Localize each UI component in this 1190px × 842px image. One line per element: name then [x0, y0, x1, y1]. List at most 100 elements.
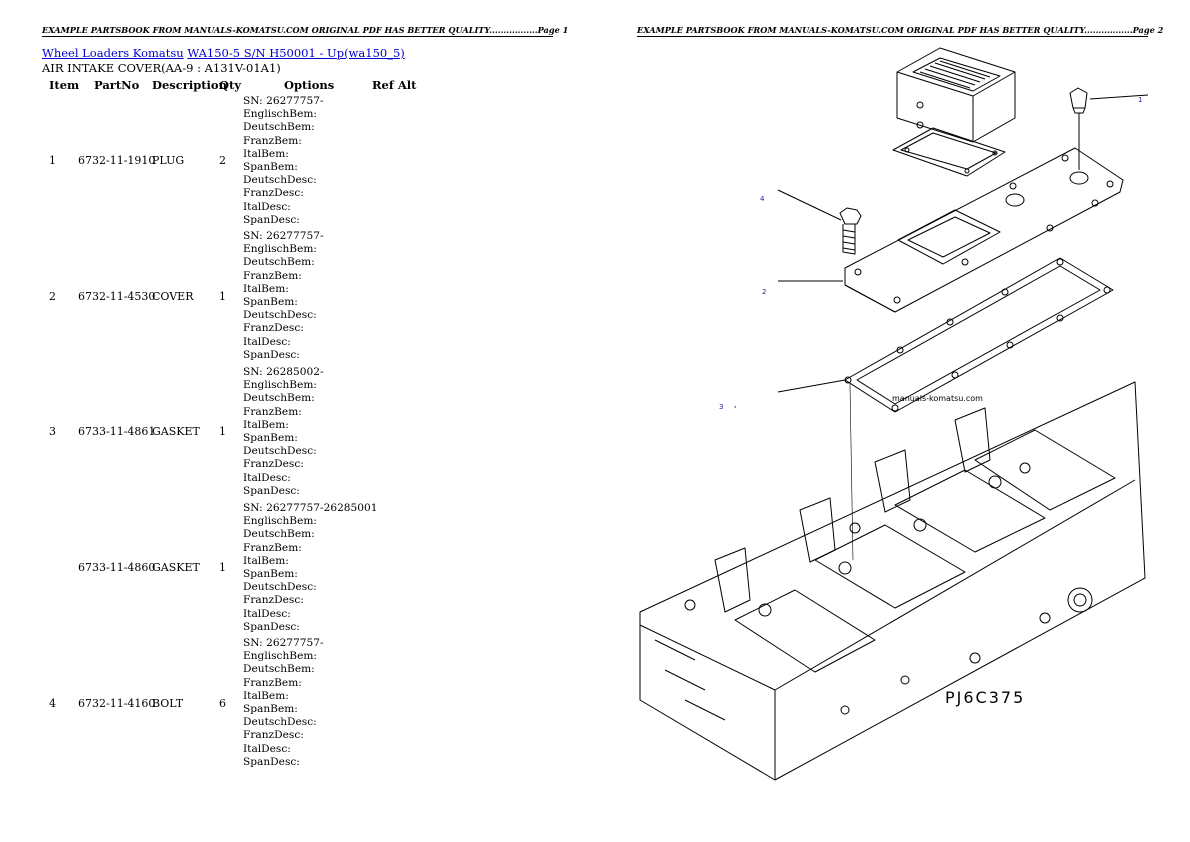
option-line: SpanBem: [243, 296, 298, 309]
option-line: FranzBem: [243, 405, 302, 418]
plug-drawing [1069, 87, 1088, 170]
cell-description: COVER [152, 290, 194, 303]
breadcrumb-link-model[interactable]: WA150-5 S/N H50001 - Up(wa150_5) [187, 46, 405, 60]
cell-qty: 1 [219, 290, 226, 303]
option-line: FranzDesc: [243, 729, 304, 742]
callout-1: 1 [1138, 96, 1142, 104]
cell-item: 4 [49, 697, 56, 710]
leader-line-1 [1089, 94, 1149, 100]
exploded-parts-diagram: 1 2 3 4 , manuals-komatsu.com PJ6C375 [639, 47, 1149, 781]
option-line: FranzDesc: [243, 594, 304, 607]
tick-mark: , [734, 400, 737, 409]
option-line: SpanBem: [243, 568, 298, 581]
cylinder-head-drawing [639, 381, 1146, 781]
option-line: EnglischBem: [243, 379, 317, 392]
cell-partno: 6733-11-4861 [78, 425, 156, 438]
callout-2: 2 [762, 288, 766, 296]
right-page: EXAMPLE PARTSBOOK FROM MANUALS-KOMATSU.C… [595, 0, 1190, 842]
option-line: DeutschBem: [243, 121, 315, 134]
leader-line-4 [777, 189, 842, 221]
section-title: AIR INTAKE COVER(AA-9 : A131V-01A1) [42, 61, 281, 75]
option-line: FranzBem: [243, 134, 302, 147]
option-line: ItalBem: [243, 689, 289, 702]
option-line: EnglischBem: [243, 243, 317, 256]
cell-options: SN: 26277757-26285001 EnglischBem: Deuts… [243, 502, 378, 634]
watermark-text: manuals-komatsu.com [892, 394, 983, 403]
option-line: SpanBem: [243, 432, 298, 445]
alignment-line [849, 383, 854, 561]
col-header-partno: PartNo [94, 78, 140, 92]
cell-qty: 2 [219, 154, 226, 167]
option-line: DeutschDesc: [243, 716, 317, 729]
cell-item: 2 [49, 290, 56, 303]
option-line: SpanBem: [243, 703, 298, 716]
option-line: SpanDesc: [243, 620, 300, 633]
breather-box-drawing [892, 47, 1016, 177]
option-line: SN: 26277757- [243, 95, 324, 107]
callout-4: 4 [760, 195, 765, 203]
option-line: DeutschDesc: [243, 445, 317, 458]
option-line: DeutschBem: [243, 392, 315, 405]
cell-partno: 6732-11-4160 [78, 697, 156, 710]
option-line: ItalBem: [243, 418, 289, 431]
option-line: ItalBem: [243, 147, 289, 160]
option-line: DeutschBem: [243, 528, 315, 541]
option-line: SN: 26277757- [243, 637, 324, 649]
cell-options: SN: 26277757- EnglischBem: DeutschBem: F… [243, 637, 324, 769]
option-line: FranzDesc: [243, 322, 304, 335]
option-line: ItalDesc: [243, 200, 291, 213]
cell-description: PLUG [152, 154, 185, 167]
cell-description: GASKET [152, 425, 200, 438]
breadcrumb-link-wheel-loaders[interactable]: Wheel Loaders Komatsu [42, 46, 184, 60]
option-line: SpanBem: [243, 161, 298, 174]
option-line: EnglischBem: [243, 650, 317, 663]
option-line: ItalDesc: [243, 607, 291, 620]
cell-partno: 6732-11-1910 [78, 154, 156, 167]
cell-options: SN: 26277757- EnglischBem: DeutschBem: F… [243, 230, 324, 362]
option-line: SpanDesc: [243, 348, 300, 361]
drawing-code: PJ6C375 [945, 688, 1025, 707]
option-line: ItalDesc: [243, 335, 291, 348]
option-line: ItalDesc: [243, 471, 291, 484]
cell-partno: 6732-11-4530 [78, 290, 156, 303]
gasket-drawing [844, 257, 1114, 413]
option-line: ItalDesc: [243, 742, 291, 755]
page-header-right: EXAMPLE PARTSBOOK FROM MANUALS-KOMATSU.C… [637, 25, 1164, 37]
cell-options: SN: 26277757- EnglischBem: DeutschBem: F… [243, 95, 324, 227]
option-line: ItalBem: [243, 282, 289, 295]
cell-description: BOLT [152, 697, 184, 710]
cover-plate-drawing [844, 147, 1124, 313]
cell-item: 1 [49, 154, 56, 167]
col-header-refalt: Ref Alt [372, 78, 417, 92]
option-line: ItalBem: [243, 554, 289, 567]
option-line: SpanDesc: [243, 213, 300, 226]
leader-line-3 [777, 379, 846, 393]
page-header-left: EXAMPLE PARTSBOOK FROM MANUALS-KOMATSU.C… [42, 25, 569, 37]
option-line: SN: 26277757- [243, 230, 324, 242]
cell-options: SN: 26285002- EnglischBem: DeutschBem: F… [243, 366, 324, 498]
option-line: EnglischBem: [243, 108, 317, 121]
left-page: EXAMPLE PARTSBOOK FROM MANUALS-KOMATSU.C… [42, 25, 569, 769]
cell-partno: 6733-11-4860 [78, 561, 156, 574]
cell-qty: 1 [219, 561, 226, 574]
option-line: DeutschDesc: [243, 174, 317, 187]
option-line: FranzBem: [243, 541, 302, 554]
option-line: FranzBem: [243, 269, 302, 282]
col-header-description: Description [152, 78, 227, 92]
option-line: SpanDesc: [243, 484, 300, 497]
option-line: FranzDesc: [243, 458, 304, 471]
cell-item: 3 [49, 425, 56, 438]
cell-description: GASKET [152, 561, 200, 574]
bolt-drawing [839, 207, 862, 255]
col-header-item: Item [49, 78, 80, 92]
col-header-qty: Qty [219, 78, 242, 92]
cell-qty: 1 [219, 425, 226, 438]
option-line: SN: 26285002- [243, 366, 324, 378]
option-line: FranzDesc: [243, 187, 304, 200]
option-line: SpanDesc: [243, 755, 300, 768]
callout-3: 3 [719, 403, 723, 411]
option-line: FranzBem: [243, 676, 302, 689]
breadcrumb: Wheel Loaders Komatsu WA150-5 S/N H50001… [42, 46, 405, 60]
option-line: DeutschDesc: [243, 309, 317, 322]
cell-qty: 6 [219, 697, 226, 710]
